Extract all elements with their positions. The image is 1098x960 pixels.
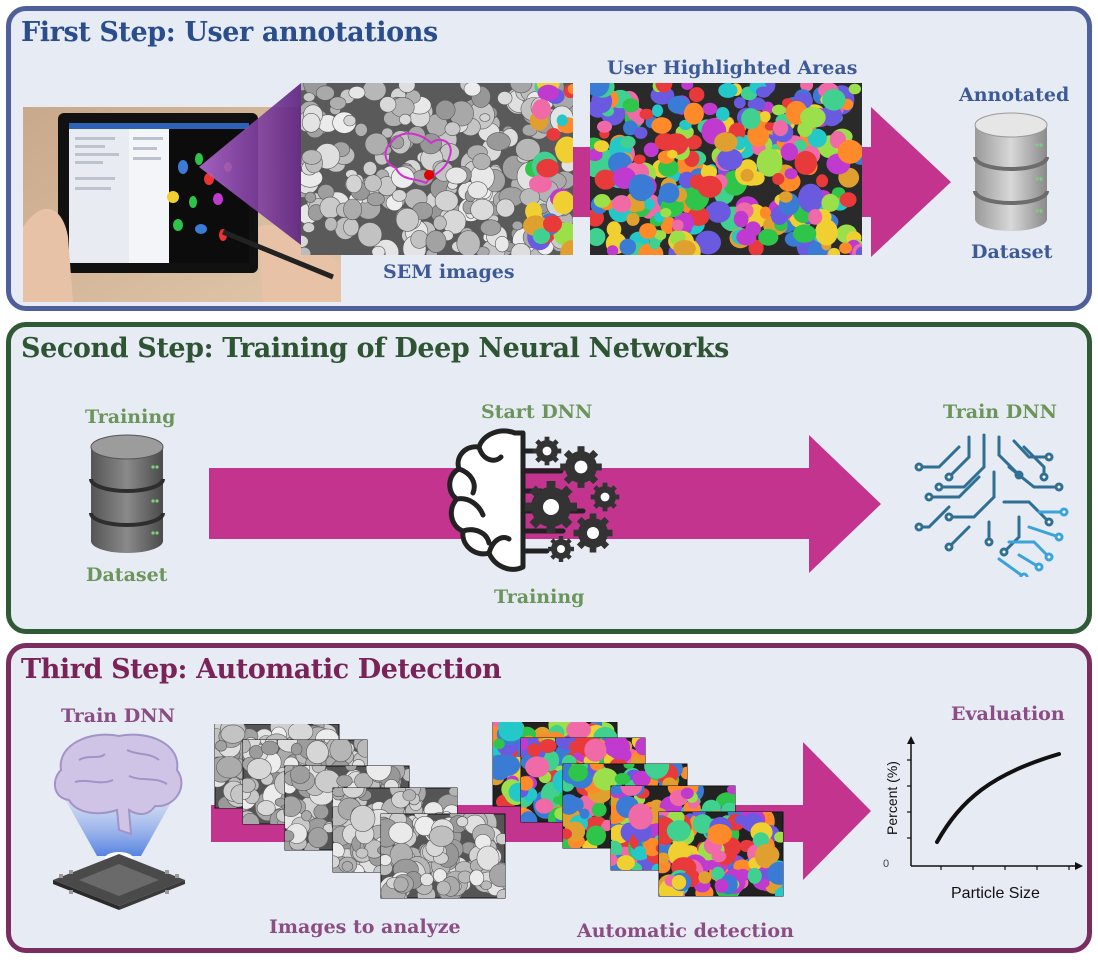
step2-title: Second Step: Training of Deep Neural Net… — [21, 333, 729, 364]
detection-label: Automatic detection — [577, 920, 794, 942]
images-to-analyze-stack — [214, 724, 506, 899]
seg-stack — [492, 722, 784, 897]
zoom-wedge — [199, 83, 301, 245]
step3-title: Third Step: Automatic Detection — [21, 654, 502, 685]
highlighted-image — [590, 83, 862, 255]
circuit-brain-icon — [914, 433, 1069, 577]
chart-origin-label: 0 — [883, 858, 890, 870]
brain-gears-icon — [447, 428, 620, 572]
hologram-brain-chip — [53, 733, 185, 910]
sem-label: SEM images — [383, 261, 515, 283]
evaluation-label: Evaluation — [951, 703, 1065, 725]
automatic-detection-stack — [492, 722, 784, 897]
dataset-label: Dataset — [86, 564, 168, 586]
x-axis-label: Particle Size — [951, 885, 1040, 902]
training-label: Training — [85, 406, 176, 428]
train-dnn-label: Train DNN — [61, 705, 175, 727]
training-sub-label: Training — [494, 586, 585, 608]
train-dnn-label: Train DNN — [943, 401, 1057, 423]
annotated-label: Annotated — [959, 84, 1070, 106]
sem-grains — [301, 83, 573, 255]
training-database-icon — [89, 434, 165, 553]
dataset-label: Dataset — [971, 241, 1053, 263]
images-label: Images to analyze — [269, 916, 461, 938]
step1-title: First Step: User annotations — [21, 17, 438, 48]
step3-panel: Third Step: Automatic Detection Train DN… — [6, 643, 1092, 953]
sem-image — [301, 83, 573, 255]
step1-panel: First Step: User annotations — [6, 6, 1092, 311]
evaluation-chart — [907, 736, 1083, 870]
step2-panel: Second Step: Training of Deep Neural Net… — [6, 322, 1092, 634]
database-icon — [973, 112, 1049, 231]
sem-stack — [214, 724, 506, 899]
colored-grains — [590, 83, 862, 255]
start-dnn-label: Start DNN — [481, 401, 593, 423]
highlighted-label: User Highlighted Areas — [607, 57, 858, 79]
y-axis-label: Percent (%) — [884, 761, 900, 835]
